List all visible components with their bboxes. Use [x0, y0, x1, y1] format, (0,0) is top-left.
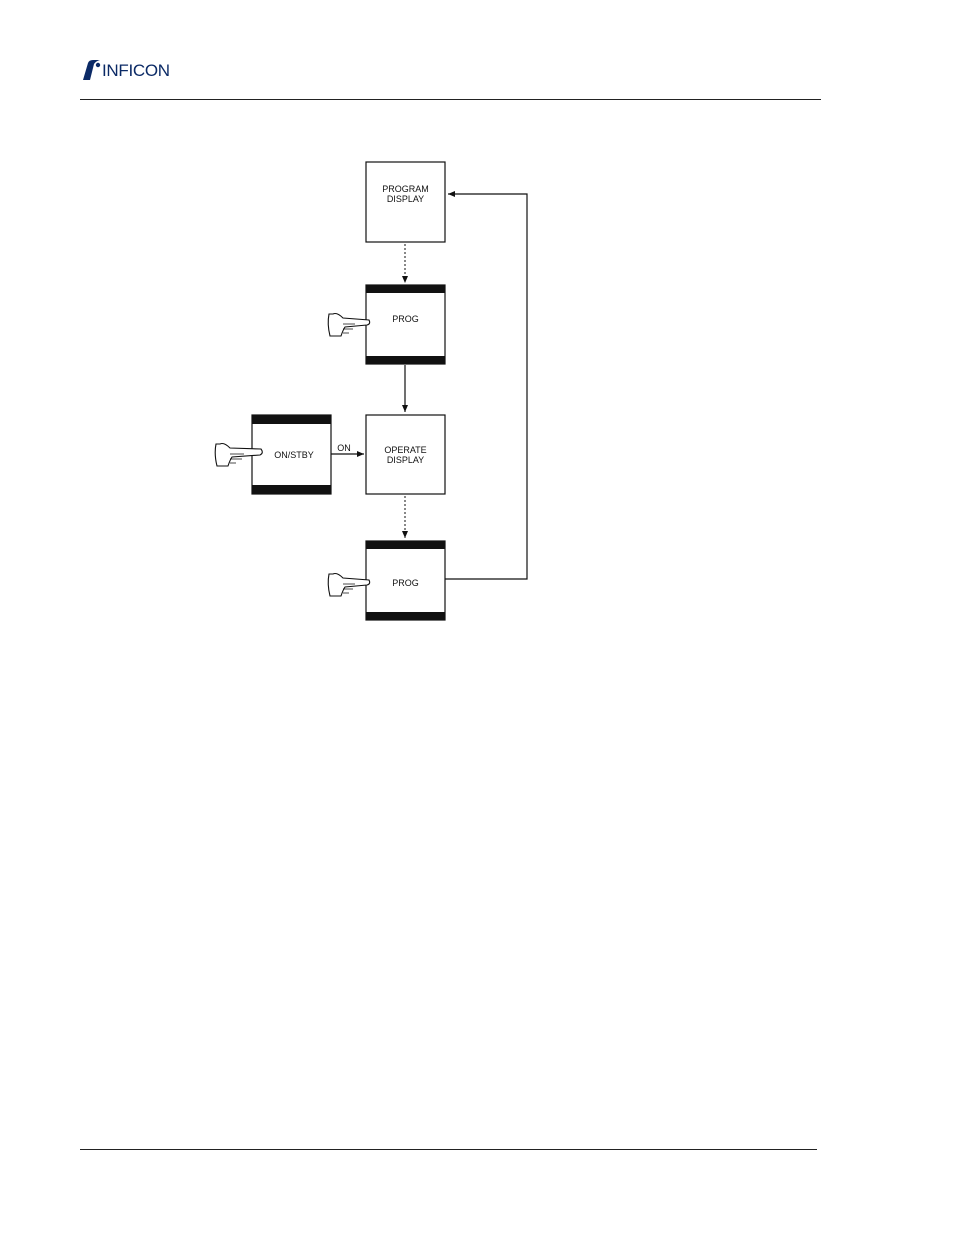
pointing-hand-icon [327, 312, 371, 337]
prog-key-bottom: PROG [365, 540, 446, 621]
program-display-line2: DISPLAY [387, 194, 424, 204]
operate-display-line2: DISPLAY [387, 455, 424, 465]
inficon-logo: INFICON [80, 58, 240, 84]
footer-rule [80, 1149, 817, 1150]
pointing-hand-icon [327, 572, 371, 597]
prog-key-bottom-label: PROG [392, 578, 419, 588]
header-rule [80, 99, 821, 100]
loop-back-arrow [445, 191, 528, 580]
on-label: ON [337, 443, 351, 453]
onstby-key-label: ON/STBY [274, 450, 314, 460]
inficon-logo-mark-icon [83, 60, 101, 80]
prog-key-top: PROG [365, 284, 446, 365]
program-display-line1: PROGRAM [382, 184, 429, 194]
operate-display-line1: OPERATE [384, 445, 426, 455]
operate-display-box: OPERATE DISPLAY [365, 414, 446, 495]
program-display-box: PROGRAM DISPLAY [365, 161, 446, 243]
pointing-hand-icon [214, 442, 263, 467]
prog-key-top-label: PROG [392, 314, 419, 324]
onstby-key: ON/STBY [251, 414, 332, 495]
brand-name: INFICON [102, 61, 170, 80]
